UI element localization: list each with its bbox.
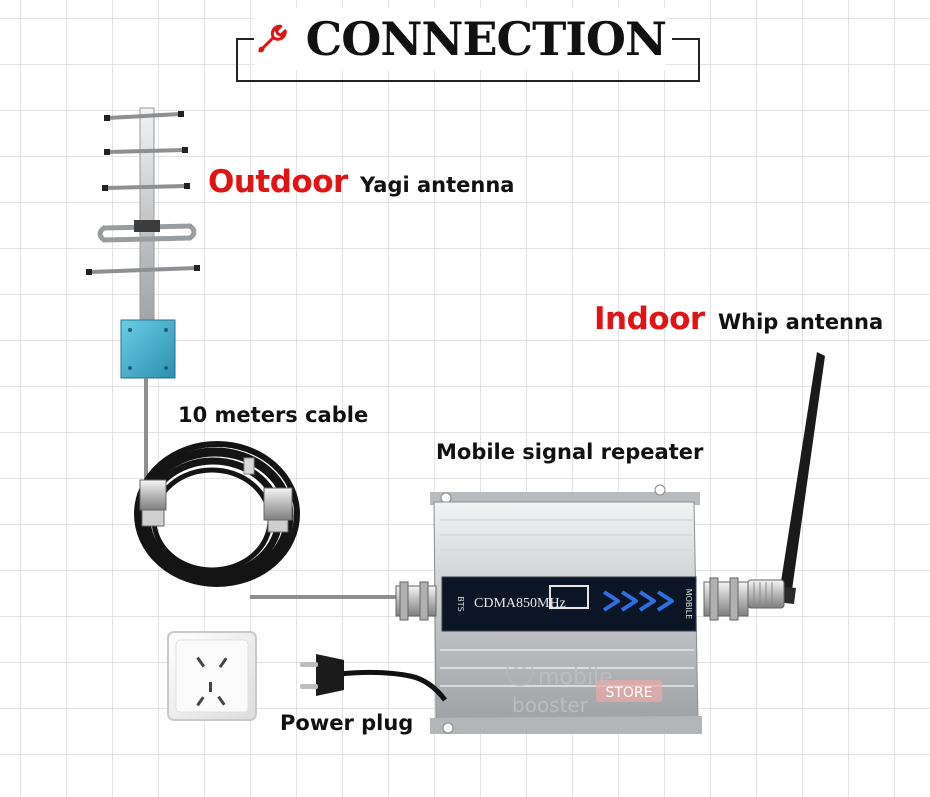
coiled-cable [134,441,300,587]
watermark-badge: STORE [605,685,652,701]
yagi-antenna [86,107,200,379]
whip-antenna-label: Whip antenna [718,310,884,334]
outdoor-label: Outdoor [208,164,348,200]
page-title: CONNECTION [305,12,667,66]
wall-socket [167,631,257,721]
power-plug-label: Power plug [280,711,414,735]
wrench-icon [258,24,287,53]
repeater-label: Mobile signal repeater [436,440,704,464]
cable-label: 10 meters cable [178,403,369,427]
signal-repeater [395,484,749,734]
indoor-label: Indoor [594,301,705,337]
mobile-port-label: MOBILE [684,589,693,620]
yagi-antenna-label: Yagi antenna [360,173,515,197]
watermark-line-1: mobile [538,665,613,690]
device-model: CDMA850MHz [474,596,566,611]
watermark-line-2: booster [512,693,589,717]
whip-antenna [747,352,825,609]
power-plug [300,654,447,702]
bts-port-label: BTS [456,596,465,611]
title-frame [236,38,700,82]
title-banner: CONNECTION [254,8,667,70]
store-watermark [506,658,662,702]
